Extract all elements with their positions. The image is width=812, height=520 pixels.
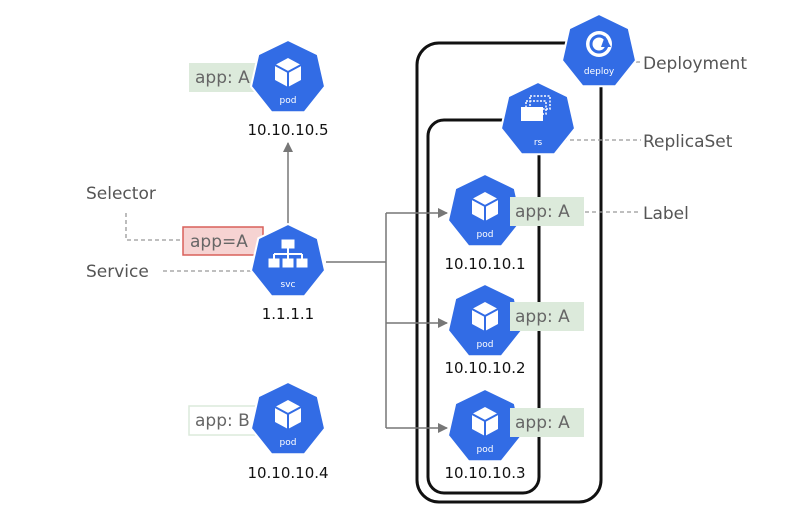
refresh-icon — [586, 31, 612, 57]
pod-3: pod app: A 10.10.10.3 — [444, 388, 584, 482]
replicaset-icon-text: rs — [534, 138, 543, 148]
pod-other-icon-text: pod — [280, 438, 297, 448]
pod-top: app: A pod 10.10.10.5 — [189, 39, 329, 139]
replicaset-annotation: ReplicaSet — [643, 132, 733, 152]
service-ip: 1.1.1.1 — [262, 305, 314, 323]
replicaset-icon-node: rs — [500, 81, 576, 156]
pod-top-label: app: A — [195, 68, 250, 88]
selector-tag-text: app=A — [190, 232, 248, 252]
pod-3-ip: 10.10.10.3 — [444, 464, 525, 482]
pod-other-ip: 10.10.10.4 — [247, 464, 328, 482]
label-annotation: Label — [643, 204, 689, 224]
service-annotation: Service — [86, 262, 149, 282]
pod-1-icon-text: pod — [477, 230, 494, 240]
network-icon — [268, 239, 308, 268]
pod-1-label: app: A — [515, 202, 570, 222]
annotation-leaders — [125, 61, 641, 272]
pod-2-label: app: A — [515, 307, 570, 327]
service-routing-lines — [283, 142, 448, 433]
service-icon-text: svc — [281, 280, 296, 290]
pod-3-label: app: A — [515, 413, 570, 433]
deployment-icon-node: deploy — [561, 13, 637, 88]
pod-other-label: app: B — [195, 411, 250, 431]
pod-1: pod app: A 10.10.10.1 — [444, 173, 584, 273]
pod-2-ip: 10.10.10.2 — [444, 359, 525, 377]
pod-other: app: B pod 10.10.10.4 — [188, 381, 329, 482]
pod-top-ip: 10.10.10.5 — [247, 121, 328, 139]
deployment-annotation: Deployment — [643, 54, 747, 74]
pod-2-icon-text: pod — [477, 340, 494, 350]
deployment-frame — [415, 41, 603, 504]
pod-2: pod app: A 10.10.10.2 — [444, 283, 584, 377]
pod-1-ip: 10.10.10.1 — [444, 255, 525, 273]
selector-annotation: Selector — [86, 184, 156, 204]
stacked-windows-icon — [521, 95, 551, 121]
service: svc 1.1.1.1 — [250, 223, 326, 323]
deployment-icon-text: deploy — [584, 67, 615, 77]
selector-tag: app=A — [182, 226, 264, 256]
pod-top-icon-text: pod — [280, 96, 297, 106]
pod-3-icon-text: pod — [477, 445, 494, 455]
